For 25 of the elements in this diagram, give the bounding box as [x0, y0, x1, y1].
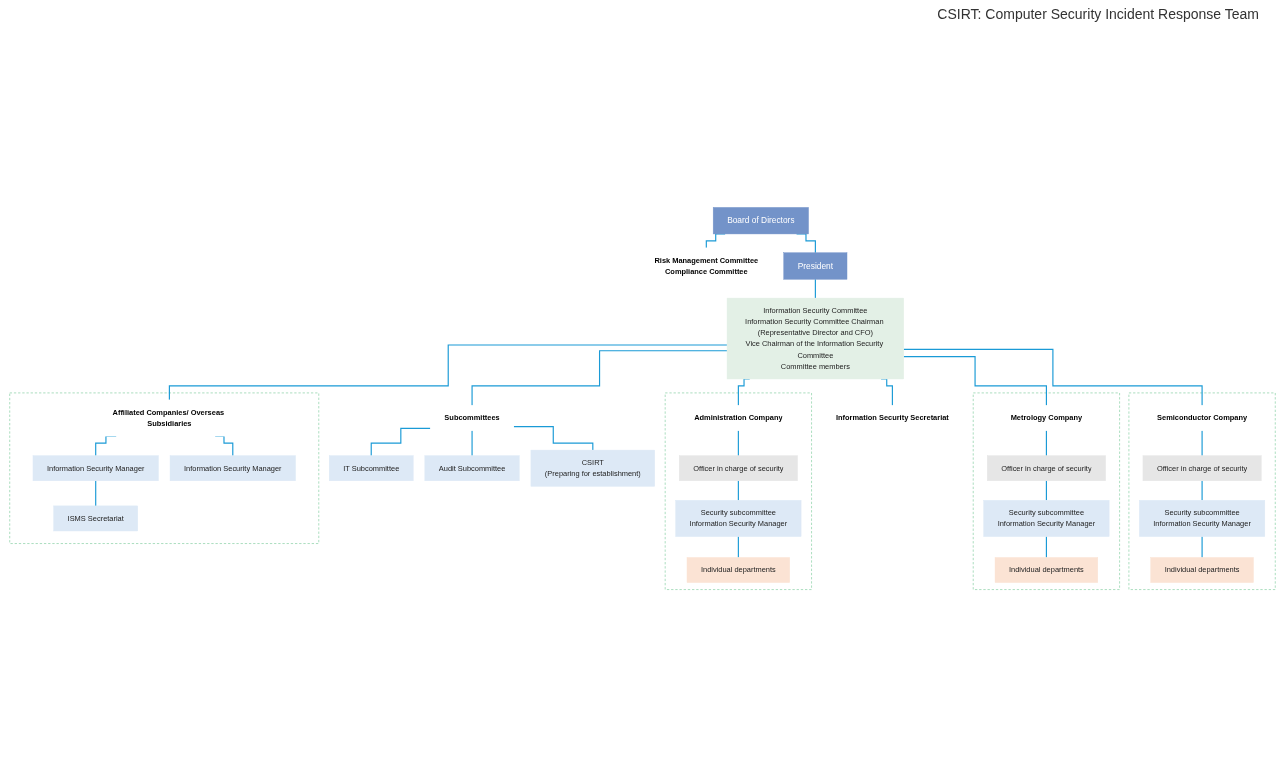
connector — [95, 480, 97, 507]
connector — [1201, 536, 1203, 559]
connector — [471, 350, 728, 407]
note-text: CSIRT: Computer Security Incident Response Team — [936, 6, 1259, 22]
connector — [1045, 430, 1047, 457]
cluster — [973, 392, 1120, 590]
cluster — [1128, 392, 1276, 590]
connector — [737, 536, 739, 559]
connector — [168, 344, 728, 401]
connector — [370, 427, 431, 457]
connector — [1045, 480, 1047, 501]
connector — [737, 480, 739, 501]
connector — [1201, 480, 1203, 501]
connector — [1201, 430, 1203, 457]
connector — [513, 426, 594, 451]
connector — [903, 356, 1047, 407]
connector — [471, 430, 473, 457]
connector — [903, 348, 1203, 407]
connector — [814, 278, 816, 299]
cluster — [9, 392, 319, 544]
connector — [737, 430, 739, 457]
node-box: Board of Directors — [712, 207, 809, 235]
node-box: President — [783, 252, 848, 280]
connector — [1045, 536, 1047, 559]
cluster — [664, 392, 812, 590]
